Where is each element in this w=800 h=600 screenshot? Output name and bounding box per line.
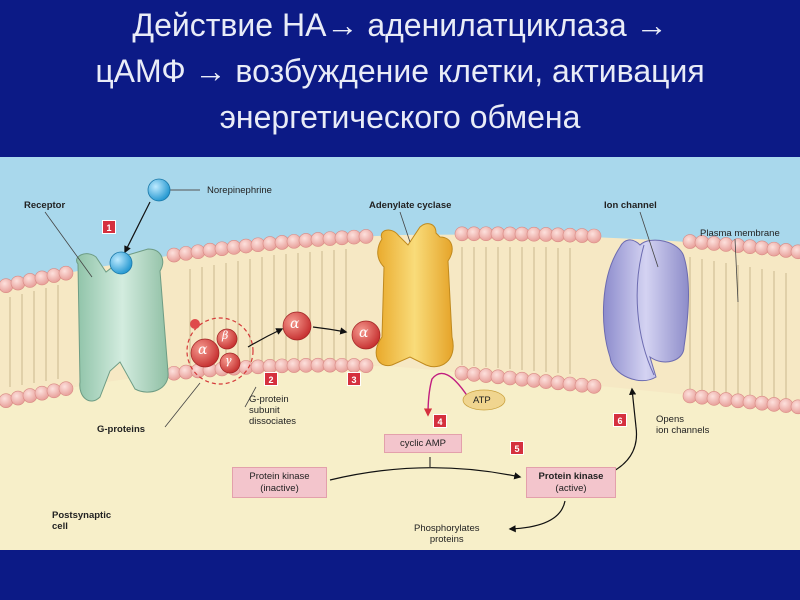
protein-kinase-active-box: Protein kinase (active) xyxy=(526,467,616,498)
atp-conversion-arrow xyxy=(423,372,469,417)
lipid-head-outer xyxy=(34,270,50,286)
phosphorylates-proteins-label: Phosphorylates proteins xyxy=(414,523,480,545)
alpha-subunit-free xyxy=(282,311,312,341)
postsynaptic-cell-label: Postsynaptic cell xyxy=(52,510,112,532)
step-badge-4: 4 xyxy=(433,414,447,428)
g-protein-beta xyxy=(216,328,238,350)
alpha-subunit-bound xyxy=(351,320,381,350)
opens-ion-channels-label: Opens ion channels xyxy=(656,414,710,436)
alpha-symbol: α xyxy=(198,342,208,358)
lipid-head-outer xyxy=(586,228,602,244)
diagram-canvas xyxy=(0,157,800,550)
title-line-3: энергетического обмена xyxy=(219,99,581,135)
g-protein-alpha xyxy=(190,338,220,368)
cyclic-amp-box: cyclic AMP xyxy=(384,434,462,453)
outer-lipid-heads xyxy=(0,226,800,293)
adenylate-cyclase-label: Adenylate cyclase xyxy=(369,200,452,211)
lipid-head-inner xyxy=(586,379,602,394)
norepinephrine-molecule-bound xyxy=(109,251,133,275)
gamma-symbol: γ xyxy=(225,354,232,367)
adenylate-cyclase-protein xyxy=(375,223,454,368)
lipid-head-inner xyxy=(58,381,74,396)
lipid-head-outer xyxy=(58,265,74,281)
step-badge-2: 2 xyxy=(264,372,278,386)
lipid-head-inner xyxy=(34,385,50,401)
lipid-head-inner xyxy=(790,399,800,415)
beta-symbol: β xyxy=(222,329,229,342)
binding-arrow xyxy=(124,201,151,254)
signaling-diagram: Receptor Norepinephrine Adenylate cyclas… xyxy=(0,157,800,550)
slide-footer xyxy=(0,550,800,600)
ion-channel-protein xyxy=(603,239,689,382)
g-protein-complex-outline xyxy=(186,317,254,385)
title-line-2: цАМФ → возбуждение клетки, активация xyxy=(95,53,705,89)
atp-badge xyxy=(462,389,506,411)
to-ion-channel-arrow xyxy=(611,387,638,473)
norepinephrine-label: Norepinephrine xyxy=(207,185,272,196)
lipid-head-inner xyxy=(0,393,14,408)
lipid-dot xyxy=(190,319,200,329)
alpha-symbol-free: α xyxy=(290,316,300,332)
g-proteins-label: G-proteins xyxy=(97,424,146,435)
receptor-label: Receptor xyxy=(24,200,66,211)
step-badge-1: 1 xyxy=(102,220,116,234)
ion-channel-label: Ion channel xyxy=(604,200,657,211)
lipid-tails xyxy=(9,247,787,401)
step-badge-6: 6 xyxy=(613,413,627,427)
leader-lines xyxy=(44,211,739,428)
norepinephrine-molecule-free xyxy=(147,178,171,202)
plasma-membrane-label: Plasma membrane xyxy=(700,228,780,239)
slide-title: Действие НА→ аденилатциклаза → цАМФ → во… xyxy=(0,0,800,158)
activation-arrow xyxy=(329,467,522,481)
alpha-to-cyclase-arrow xyxy=(312,326,348,335)
phosphorylation-arrow xyxy=(508,500,566,533)
receptor-protein xyxy=(76,248,169,402)
lipid-head-outer xyxy=(790,244,800,260)
lipid-head-outer xyxy=(22,273,38,288)
lipid-head-inner xyxy=(22,388,38,403)
protein-kinase-inactive-box: Protein kinase (inactive) xyxy=(232,467,327,498)
lipid-head-outer xyxy=(10,275,26,291)
alpha-symbol-bound: α xyxy=(359,325,369,341)
dissociation-arrow xyxy=(247,328,284,348)
step-badge-5: 5 xyxy=(510,441,524,455)
title-line-1: Действие НА→ аденилатциклаза → xyxy=(132,7,668,43)
g-protein-gamma xyxy=(219,352,241,374)
g-protein-dissociates-label: G-protein subunit dissociates xyxy=(249,394,296,427)
lipid-head-outer xyxy=(358,229,374,244)
lipid-head-outer xyxy=(0,278,14,293)
lipid-head-inner xyxy=(46,383,62,399)
ion-channel-pore-line xyxy=(636,244,655,376)
lipid-head-outer xyxy=(46,268,62,283)
lipid-head-inner xyxy=(10,390,26,406)
atp-label: ATP xyxy=(473,395,491,406)
lipid-head-inner xyxy=(358,358,374,373)
step-badge-3: 3 xyxy=(347,372,361,386)
